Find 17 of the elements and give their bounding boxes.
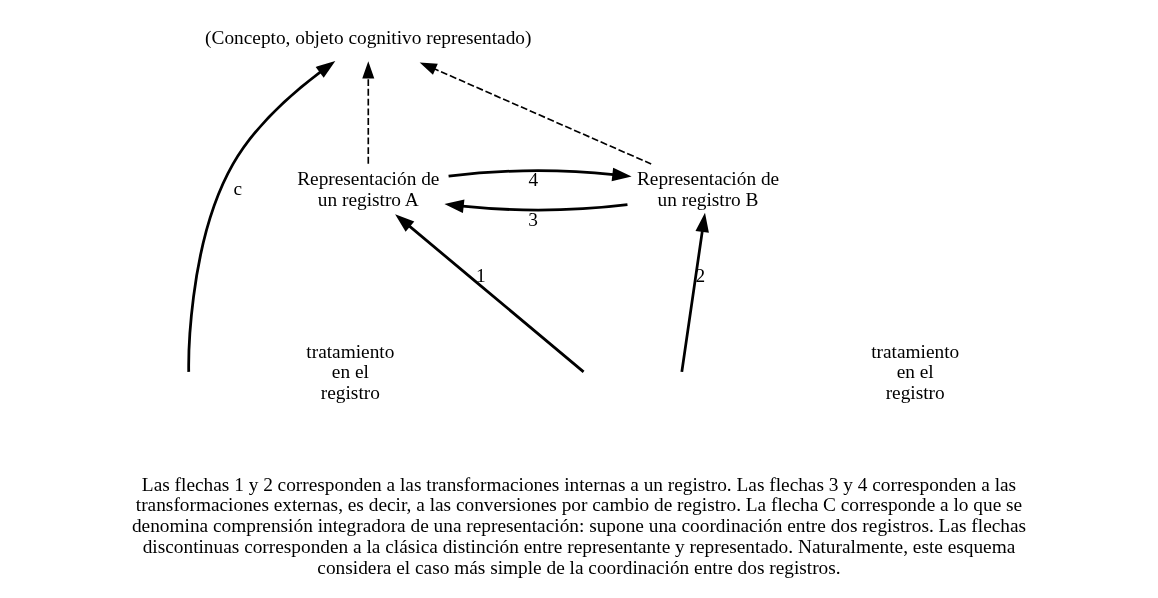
arrow <box>448 167 632 182</box>
caption: Las flechas 1 y 2 corresponden a las transformaciones internas a un registro. Las flechas 3 y 4 corresponden a las transformaciones externas, es decir, a las conversiones por cambio de registro. La flecha C corresponde a lo que se denomina comprensión integradora de una representación: supone una coordinación entre dos registros. Las flechas discontinuas corresponden a la clásica distinción entre representante y representado. Naturalmente, este esquema considera el caso más simple de la coordinación entre dos registros. <box>131 473 1027 578</box>
arrow <box>444 199 628 213</box>
node-text: Representación de un registro A <box>297 168 440 210</box>
label: tratamiento en el registro <box>871 340 960 404</box>
arrow <box>187 60 336 372</box>
arrow <box>395 214 585 373</box>
edge-label: 3 <box>528 208 538 230</box>
label: tratamiento en el registro <box>306 340 395 404</box>
edge-label: 1 <box>476 264 486 286</box>
node-text: (Concepto, objeto cognitivo representado) <box>205 26 532 48</box>
edge-label: c <box>233 178 243 200</box>
arrow <box>362 61 375 165</box>
arrow <box>419 62 652 165</box>
arrow <box>680 212 709 373</box>
node-text: Representación de un registro B <box>636 168 780 210</box>
edge-label: 4 <box>528 169 539 191</box>
